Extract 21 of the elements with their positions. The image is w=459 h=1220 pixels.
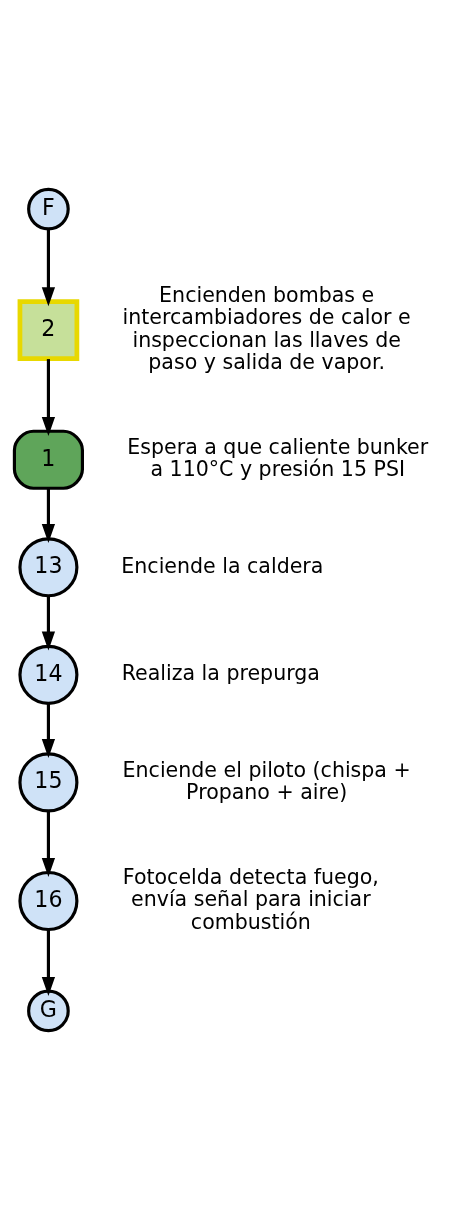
node-circle: 15 (18, 752, 79, 813)
node-label: Espera a que caliente bunker a 110°C y presión 15 PSI (127, 435, 429, 482)
node-circle: 16 (18, 870, 79, 932)
arrow (41, 229, 56, 307)
node-box: 1 (12, 429, 84, 490)
arrow (41, 596, 56, 651)
node-label: Encienden bombas e intercambiadores de calor e inspeccionan las llaves de paso y salida de vapor. (122, 283, 411, 374)
arrow (41, 359, 56, 436)
arrow (41, 703, 56, 758)
node-circle: 13 (18, 537, 79, 598)
node-circle: F (27, 187, 70, 231)
node-label: Fotocelda detecta fuego, envía señal para iniciar combustión (122, 865, 379, 934)
node-label: Realiza la prepurga (121, 661, 320, 686)
node-circle: 14 (18, 644, 79, 705)
node-circle: G (27, 989, 70, 1033)
arrow (41, 488, 56, 543)
node-label: Enciende el piloto (chispa + Propano + aire) (122, 757, 411, 804)
node-label: Enciende la caldera (121, 553, 324, 578)
arrow (41, 811, 56, 878)
arrow (41, 929, 56, 996)
node-box: 2 (17, 299, 80, 361)
